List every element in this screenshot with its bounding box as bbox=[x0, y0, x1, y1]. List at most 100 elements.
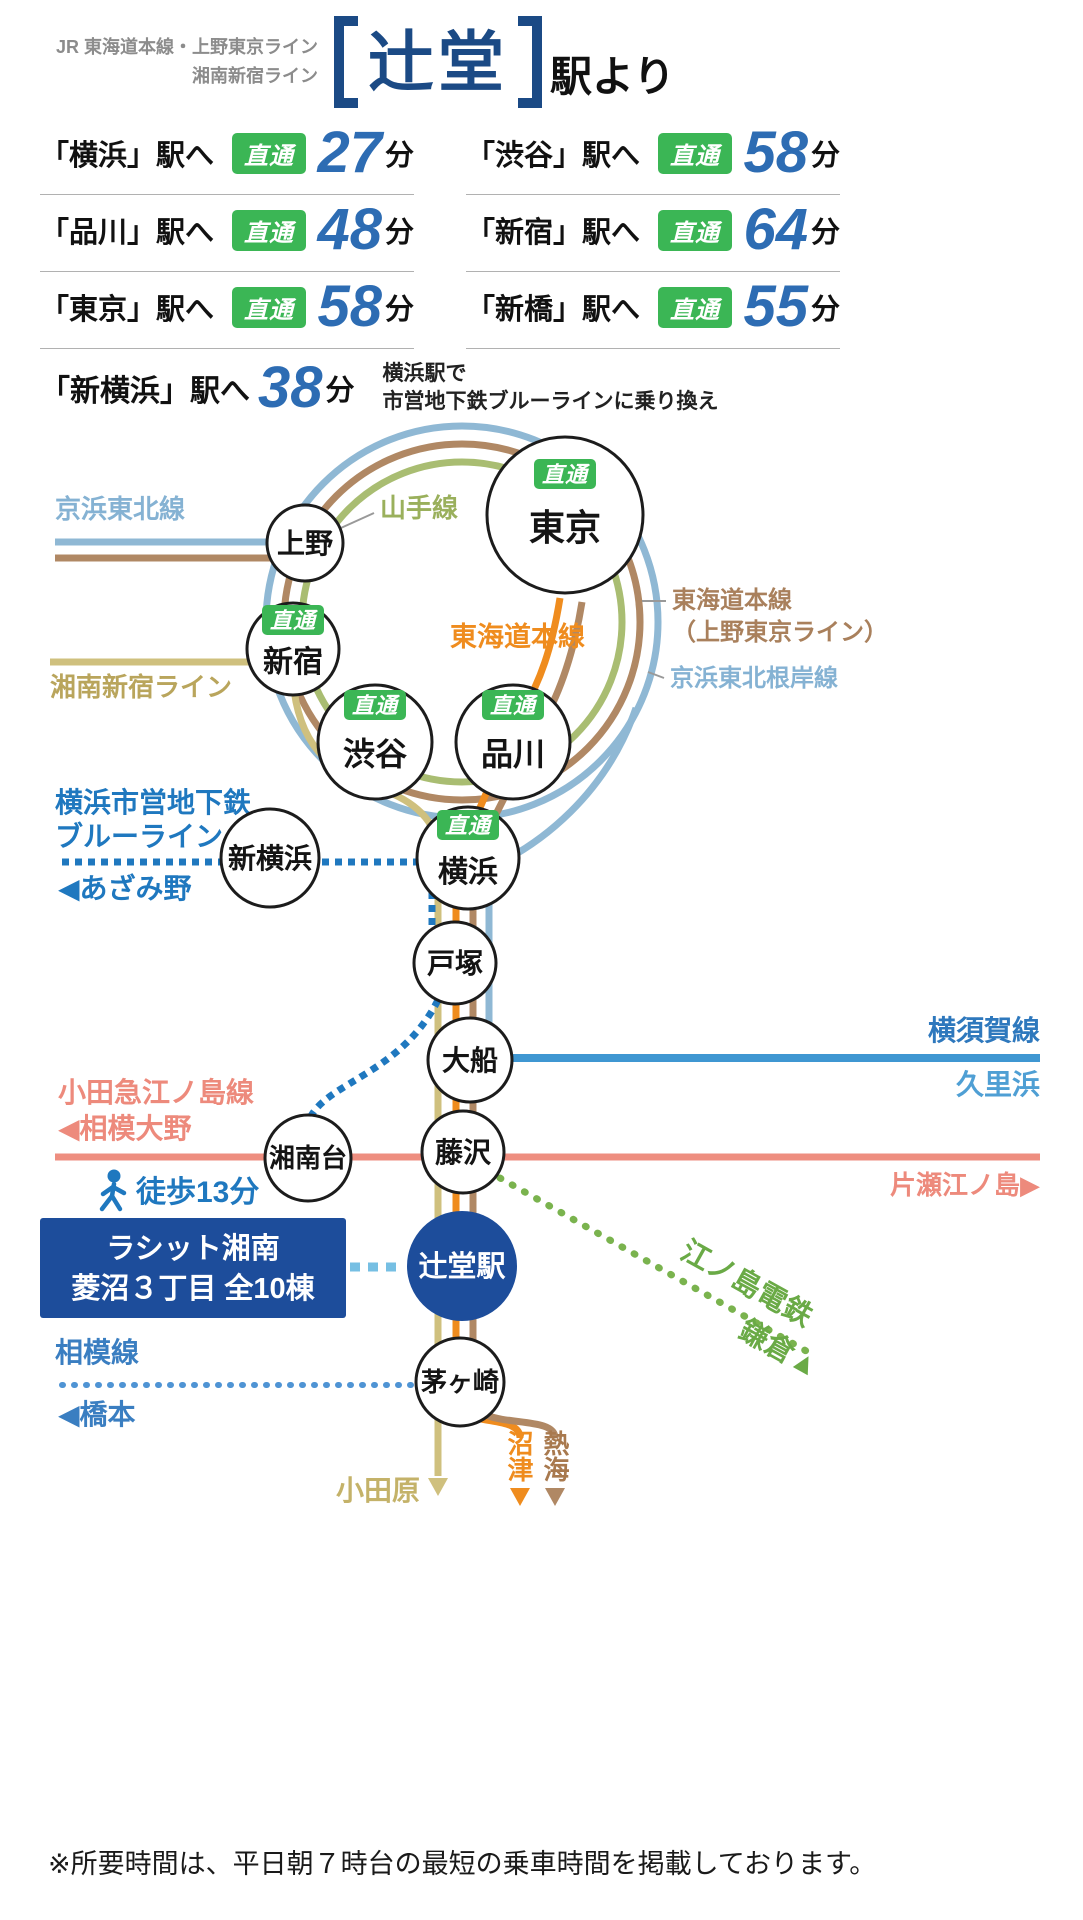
time-unit: 分 bbox=[384, 294, 414, 326]
direct-badge-background bbox=[437, 810, 499, 840]
direct-badge: 直通 bbox=[232, 209, 306, 251]
subway-blue-line-totsuka-shonandai bbox=[307, 998, 442, 1118]
station-circle bbox=[485, 435, 645, 595]
ueno-tokyo-line-trunk bbox=[469, 601, 586, 1439]
direct-badge: 直通 bbox=[658, 286, 732, 328]
time-station-label: 「新横浜」駅へ bbox=[40, 375, 250, 408]
property-box-background bbox=[40, 1218, 346, 1318]
footer-note: ※所要時間は、平日朝７時台の最短の乗車時間を掲載しております。 bbox=[48, 1849, 877, 1879]
direct-badge-label: 直通 bbox=[445, 813, 494, 838]
station-shinagawa-label: 品川 bbox=[481, 736, 545, 772]
travel-times-grid: 「横浜」駅へ 直通 27 分 「渋谷」駅へ 直通 58 分 「品川」駅へ 直通 … bbox=[40, 118, 840, 349]
station-ofuna-label: 大船 bbox=[442, 1045, 498, 1076]
time-minutes: 58 bbox=[743, 120, 808, 185]
time-unit: 分 bbox=[384, 217, 414, 249]
walking-person-arm-right bbox=[110, 1184, 127, 1196]
direct-badge: 直通 bbox=[344, 690, 406, 720]
station-shin-yokohama: 新横浜 bbox=[219, 807, 321, 909]
transfer-note-line-1: 横浜駅で bbox=[382, 361, 467, 385]
direct-badge: 直通 bbox=[482, 690, 544, 720]
katase-enoshima-destination-label: 片瀬江ノ島▶ bbox=[890, 1170, 1040, 1200]
time-minutes: 48 bbox=[317, 197, 382, 262]
hashimoto-destination-label: ◀橋本 bbox=[58, 1399, 136, 1430]
header-line-names: JR 東海道本線・上野東京ライン 湘南新宿ライン bbox=[26, 33, 318, 91]
station-circle bbox=[263, 1113, 353, 1203]
odawara-destination-label: 小田原 bbox=[336, 1475, 420, 1506]
station-shibuya: 直通 渋谷 bbox=[316, 683, 434, 801]
bracket-close-decoration bbox=[518, 16, 542, 108]
time-row-yokohama: 「横浜」駅へ 直通 27 分 bbox=[40, 118, 414, 195]
shonan-shinjuku-label: 湘南新宿ライン bbox=[50, 672, 232, 702]
station-ueno-label: 上野 bbox=[277, 528, 333, 559]
direct-badge: 直通 bbox=[658, 132, 732, 174]
station-circle bbox=[265, 503, 345, 583]
atami-destination-label: 熱海 bbox=[540, 1430, 570, 1482]
tokaido-label: 東海道本線 bbox=[450, 621, 585, 652]
walking-person-head bbox=[107, 1169, 121, 1183]
kamakura-destination-label: 鎌倉▲ bbox=[734, 1312, 826, 1384]
sagami-ono-destination-label: ◀相模大野 bbox=[58, 1113, 192, 1144]
time-row-shimbashi: 「新橋」駅へ 直通 55 分 bbox=[466, 272, 840, 349]
direct-badge-background bbox=[534, 459, 596, 489]
station-shibuya-label: 渋谷 bbox=[343, 736, 407, 772]
station-chigasaki: 茅ヶ崎 bbox=[414, 1336, 506, 1428]
station-circle bbox=[420, 1109, 506, 1195]
direct-badge-background bbox=[344, 690, 406, 720]
ueno-tokyo-label-line2: （上野東京ライン） bbox=[672, 618, 888, 646]
time-minutes: 27 bbox=[317, 120, 382, 185]
direct-badge-label: 直通 bbox=[270, 608, 319, 633]
negishi-pointer-line bbox=[647, 671, 665, 679]
direct-badge-label: 直通 bbox=[490, 693, 539, 718]
station-shinagawa: 直通 品川 bbox=[454, 683, 572, 801]
property-box: ラシット湘南 菱沼３丁目 全10棟 bbox=[40, 1218, 346, 1318]
station-shonandai: 湘南台 bbox=[263, 1113, 353, 1203]
numazu-arrow-icon bbox=[510, 1488, 530, 1506]
time-unit: 分 bbox=[810, 217, 840, 249]
enoden-line bbox=[496, 1174, 812, 1356]
time-unit: 分 bbox=[325, 375, 355, 407]
kurihama-destination-label: 久里浜 bbox=[956, 1069, 1040, 1100]
direct-badge: 直通 bbox=[262, 605, 324, 635]
time-minutes: 55 bbox=[743, 274, 808, 339]
station-totsuka: 戸塚 bbox=[412, 920, 498, 1006]
subway-label-line1: 横浜市営地下鉄 bbox=[55, 786, 251, 818]
station-fujisawa-label: 藤沢 bbox=[435, 1137, 492, 1168]
station-tsujido: 辻堂駅 bbox=[407, 1211, 517, 1321]
bracket-open-decoration bbox=[334, 16, 358, 108]
time-station-label: 「新橋」駅へ bbox=[466, 294, 641, 326]
time-minutes: 58 bbox=[317, 274, 382, 339]
yamanote-label: 山手線 bbox=[380, 493, 458, 523]
header: JR 東海道本線・上野東京ライン 湘南新宿ライン 辻堂 駅より bbox=[26, 16, 675, 108]
station-yokohama: 直通 横浜 bbox=[415, 805, 521, 911]
station-fujisawa: 藤沢 bbox=[420, 1109, 506, 1195]
station-tsujido-label: 辻堂駅 bbox=[418, 1250, 505, 1283]
station-chigasaki-label: 茅ヶ崎 bbox=[421, 1367, 499, 1397]
time-station-label: 「渋谷」駅へ bbox=[466, 140, 641, 172]
page-title-suffix: 駅より bbox=[550, 53, 676, 100]
time-minutes: 64 bbox=[743, 197, 808, 262]
station-circle-highlighted bbox=[407, 1211, 517, 1321]
walk-time-label: 徒歩13分 bbox=[135, 1176, 259, 1209]
header-line-name-2: 湘南新宿ライン bbox=[192, 66, 318, 86]
odakyu-label: 小田急江ノ島線 bbox=[58, 1076, 254, 1108]
ueno-tokyo-label-line1: 東海道本線 bbox=[672, 586, 792, 614]
odawara-arrow-icon bbox=[428, 1478, 448, 1496]
direct-badge: 直通 bbox=[534, 459, 596, 489]
time-row-shinagawa: 「品川」駅へ 直通 48 分 bbox=[40, 195, 414, 272]
station-shonandai-label: 湘南台 bbox=[269, 1143, 347, 1173]
station-ueno: 上野 bbox=[265, 503, 345, 583]
travel-times: 「横浜」駅へ 直通 27 分 「渋谷」駅へ 直通 58 分 「品川」駅へ 直通 … bbox=[40, 118, 840, 417]
numazu-destination-label: 沼津 bbox=[504, 1430, 534, 1482]
station-tokyo: 直通 東京 bbox=[485, 435, 645, 595]
direct-badge: 直通 bbox=[232, 132, 306, 174]
direct-badge: 直通 bbox=[232, 286, 306, 328]
transfer-note-line-2: 市営地下鉄ブルーラインに乗り換え bbox=[382, 390, 719, 413]
direct-badge-label: 直通 bbox=[542, 462, 591, 487]
atami-arrow-icon bbox=[545, 1488, 565, 1506]
azamino-destination-label: ◀あざみ野 bbox=[58, 872, 192, 904]
walking-person-icon bbox=[99, 1169, 127, 1212]
station-circle bbox=[219, 807, 321, 909]
transfer-note: 横浜駅で 市営地下鉄ブルーラインに乗り換え bbox=[383, 360, 719, 417]
